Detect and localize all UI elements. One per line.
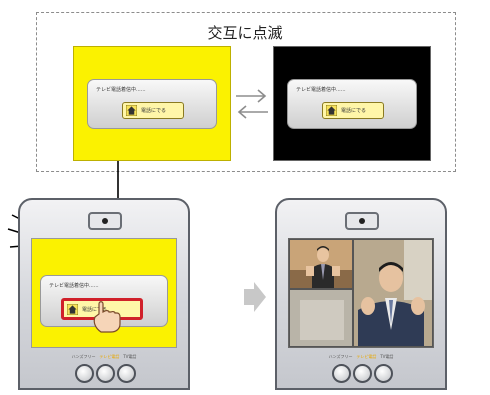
hardware-button-3[interactable] xyxy=(117,364,136,383)
incoming-call-dialog: テレビ電話着信中...... 電話にでる xyxy=(87,79,217,129)
status-tv-call: TV電話 xyxy=(123,354,137,359)
hardware-button-2[interactable] xyxy=(353,364,372,383)
video-pane-small xyxy=(289,239,353,289)
camera-lens xyxy=(359,218,365,224)
screen-black: テレビ電話着信中...... 電話にでる xyxy=(273,46,431,161)
video-pane-self xyxy=(289,289,353,347)
incoming-call-message: テレビ電話着信中...... xyxy=(296,87,346,93)
status-videophone: テレビ電話 xyxy=(356,354,377,359)
incoming-call-message: テレビ電話着信中...... xyxy=(49,283,99,289)
tablet-status-bar: ハンズフリー テレビ電話 TV電話 xyxy=(18,354,190,360)
self-video xyxy=(290,290,352,346)
hardware-button-1[interactable] xyxy=(332,364,351,383)
hand-cursor-icon xyxy=(93,301,121,333)
answer-call-label: 電話にでる xyxy=(341,108,367,114)
tablet-display: テレビ電話着信中...... 電話にでる xyxy=(31,238,177,348)
status-handsfree: ハンズフリー xyxy=(328,354,353,359)
hardware-button-1[interactable] xyxy=(75,364,94,383)
answer-call-button[interactable]: 電話にでる xyxy=(122,102,184,119)
house-icon xyxy=(67,303,78,315)
status-tv-call: TV電話 xyxy=(380,354,394,359)
right-arrow-icon xyxy=(244,282,266,312)
camera-icon xyxy=(88,212,122,230)
incoming-call-dialog: テレビ電話着信中...... 電話にでる xyxy=(40,275,168,333)
status-videophone: テレビ電話 xyxy=(99,354,120,359)
status-handsfree: ハンズフリー xyxy=(71,354,96,359)
incoming-call-message: テレビ電話着信中...... xyxy=(96,87,146,93)
blink-frame xyxy=(36,12,456,172)
house-icon xyxy=(326,105,337,116)
house-icon xyxy=(126,105,137,116)
camera-icon xyxy=(345,212,379,230)
screen-yellow: テレビ電話着信中...... 電話にでる xyxy=(73,46,231,161)
swap-arrows-icon xyxy=(236,89,268,119)
video-pane-main xyxy=(353,239,433,347)
tablet-ringing: テレビ電話着信中...... 電話にでる ハンズフリー テレビ電話 TV電話 xyxy=(18,198,190,390)
incoming-call-dialog: テレビ電話着信中...... 電話にでる xyxy=(287,79,417,129)
hardware-button-2[interactable] xyxy=(96,364,115,383)
answer-call-label: 電話にでる xyxy=(141,108,167,114)
caller-video xyxy=(290,240,352,288)
answer-call-button[interactable]: 電話にでる xyxy=(322,102,384,119)
tablet-video-call: ハンズフリー テレビ電話 TV電話 xyxy=(275,198,447,390)
remote-person-video xyxy=(354,240,432,346)
answer-call-label: 電話にでる xyxy=(82,306,108,313)
hardware-button-3[interactable] xyxy=(374,364,393,383)
camera-lens xyxy=(102,218,108,224)
tablet-status-bar: ハンズフリー テレビ電話 TV電話 xyxy=(275,354,447,360)
tablet-display xyxy=(288,238,434,348)
blink-title: 交互に点滅 xyxy=(207,24,283,42)
